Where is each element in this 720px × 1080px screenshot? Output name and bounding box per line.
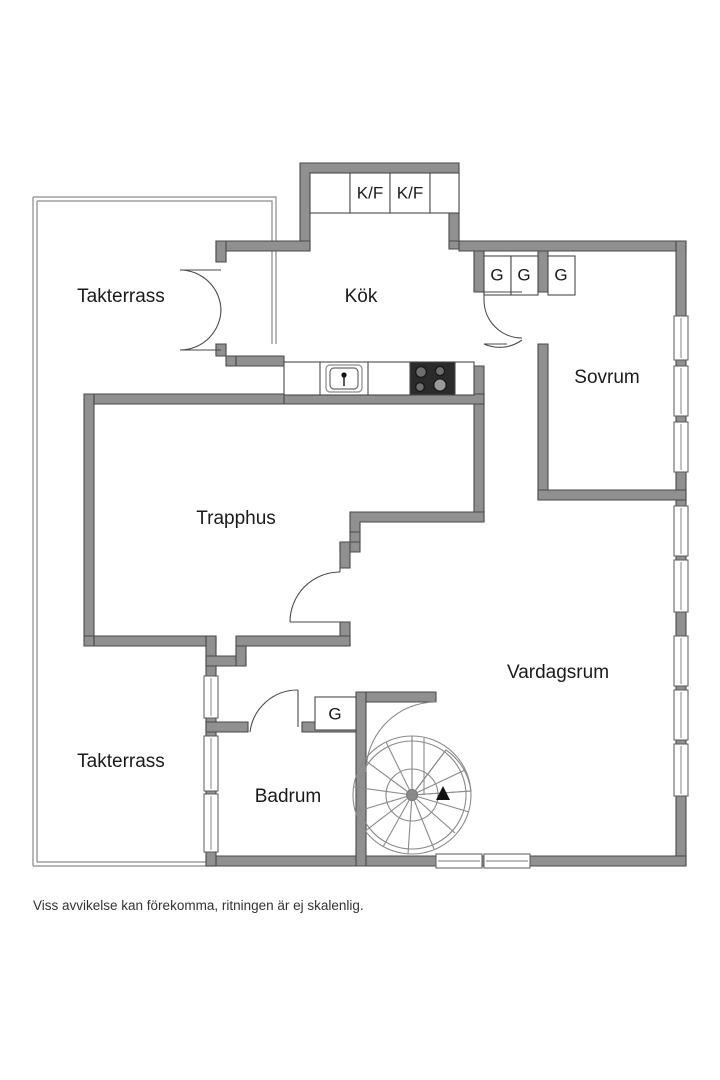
badrum-door (249, 689, 299, 733)
room-label-takterrass-top: Takterrass (77, 286, 165, 307)
window (673, 365, 689, 417)
bedroom-double-door (483, 291, 523, 348)
trapphus-door (289, 568, 345, 623)
cabinet-label-kf-2: K/F (397, 183, 423, 202)
cabinet-cell (429, 172, 460, 214)
hall-wardrobe: G (314, 696, 357, 731)
window (673, 315, 689, 361)
window (203, 735, 219, 792)
wardrobe-label-hall: G (328, 704, 341, 723)
cabinet-cell-kf-1 (349, 172, 391, 214)
cabinet-cell (309, 172, 351, 214)
room-label-trapphus: Trapphus (196, 508, 276, 529)
room-label-badrum: Badrum (255, 786, 322, 807)
terrace-outlines (32, 196, 277, 867)
window (673, 559, 689, 613)
up-arrow-icon (436, 786, 450, 800)
wardrobe-label-2: G (517, 265, 530, 284)
window (203, 793, 219, 853)
wardrobe-label-1: G (490, 265, 503, 284)
wardrobe-label-3: G (554, 265, 567, 284)
room-labels: Takterrass Kök Sovrum Trapphus Vardagsru… (77, 286, 640, 807)
bottom-wall-windows (435, 853, 531, 869)
wall-structure (83, 162, 687, 867)
badrum-wall-windows (203, 675, 219, 853)
window (673, 635, 689, 687)
bedroom-wardrobes: G G G (483, 255, 576, 296)
window (483, 853, 531, 869)
room-label-kok: Kök (345, 286, 378, 307)
cooktop-four-burner (409, 361, 456, 396)
window (203, 675, 219, 719)
kitchen-counter (283, 361, 475, 396)
disclaimer-caption: Viss avvikelse kan förekomma, ritningen … (33, 898, 364, 913)
sink-basin (325, 364, 363, 393)
room-label-takterrass-bottom: Takterrass (77, 751, 165, 772)
wardrobe-cell-3 (547, 255, 576, 296)
cabinet-label-kf-1: K/F (357, 183, 383, 202)
spiral-staircase (352, 701, 472, 855)
wardrobe-cell-2 (510, 255, 539, 296)
kitchen-top-cabinets: K/F K/F (309, 172, 460, 214)
right-wall-windows (673, 315, 689, 797)
window (673, 505, 689, 557)
wardrobe-cell-hall (314, 696, 357, 731)
room-label-sovrum: Sovrum (574, 367, 639, 388)
window (673, 743, 689, 797)
window (673, 689, 689, 741)
window (435, 853, 483, 869)
room-label-vardagsrum: Vardagsrum (507, 662, 609, 683)
window (673, 421, 689, 473)
terrace-double-door (179, 269, 222, 351)
